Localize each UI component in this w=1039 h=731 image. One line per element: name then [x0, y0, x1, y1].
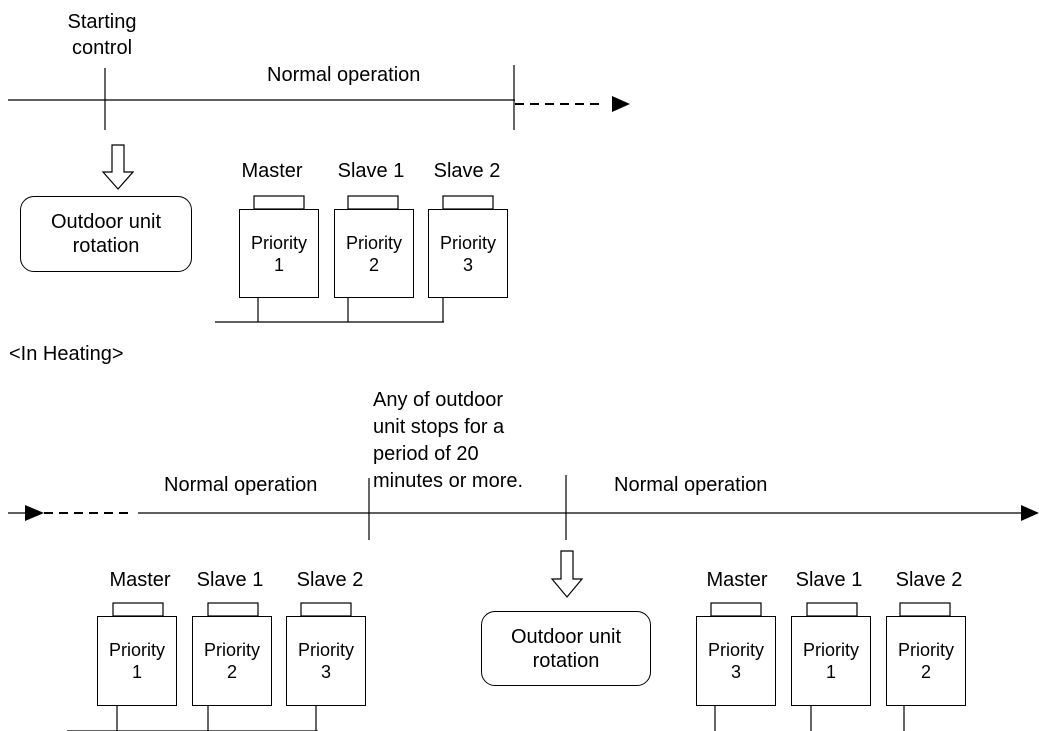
bottom-right-unit-2: Priority 1: [791, 616, 871, 706]
top-unit-3-priority-label: Priority: [439, 232, 496, 253]
top-unit-3: Priority 3: [428, 209, 508, 298]
bottom-right-unit-1-role: Master: [706, 569, 768, 591]
bottom-timeline-arrowhead-right: [1021, 505, 1039, 521]
bottom-left-unit-3-role: Slave 2: [296, 569, 364, 591]
note-line-2: unit stops for a: [373, 416, 505, 438]
top-unit-2-priority-label: Priority: [345, 232, 402, 253]
bottom-left-unit-1-priority-label: Priority: [108, 640, 165, 660]
bottom-right-unit-2-priority-label: Priority: [802, 640, 859, 660]
note-line-3: period of 20: [373, 443, 479, 465]
bottom-right-unit-1-priority-label: Priority: [707, 640, 764, 660]
bottom-rotation-line2: rotation: [532, 649, 600, 672]
bottom-left-unit-1-priority-value: 1: [131, 662, 142, 682]
top-unit-1-priority-label: Priority: [250, 232, 307, 253]
bottom-right-unit-2-role: Slave 1: [795, 569, 863, 591]
top-unit-2-role: Slave 1: [337, 160, 405, 182]
bottom-left-unit-cap-1: [112, 602, 164, 617]
bottom-left-unit-2-role: Slave 1: [196, 569, 264, 591]
top-unit-3-priority-value: 3: [462, 254, 473, 275]
bottom-normal-operation-right: Normal operation: [614, 474, 768, 496]
top-unit-cap-2: [347, 195, 399, 210]
bottom-left-unit-2-priority-value: 2: [226, 662, 237, 682]
top-unit-1: Priority 1: [239, 209, 319, 298]
bottom-right-unit-1: Priority 3: [696, 616, 776, 706]
top-unit-cap-3: [442, 195, 494, 210]
top-down-arrow-icon: [101, 144, 135, 190]
bottom-outdoor-unit-rotation-box: Outdoor unit rotation: [481, 611, 651, 686]
bottom-right-unit-cap-2: [806, 602, 858, 617]
bottom-right-unit-1-priority-value: 3: [730, 662, 741, 682]
bottom-left-unit-1: Priority 1: [97, 616, 177, 706]
bottom-left-unit-cap-2: [207, 602, 259, 617]
top-unit-2-priority-value: 2: [368, 254, 379, 275]
bottom-left-unit-1-role: Master: [109, 569, 171, 591]
note-line-4: minutes or more.: [373, 470, 524, 492]
stop-condition-note: Any of outdoor unit stops for a period o…: [373, 388, 523, 493]
bottom-left-unit-3: Priority 3: [286, 616, 366, 706]
top-unit-1-role: Master: [241, 160, 303, 182]
bottom-left-unit-2: Priority 2: [192, 616, 272, 706]
in-heating-label: <In Heating>: [9, 343, 124, 365]
top-rotation-line2: rotation: [72, 235, 140, 257]
top-rotation-line1: Outdoor unit: [50, 211, 162, 233]
starting-control-label-line1: Starting: [67, 11, 137, 33]
bottom-rotation-line1: Outdoor unit: [510, 625, 622, 648]
bottom-left-unit-2-priority-label: Priority: [203, 640, 260, 660]
bottom-left-unit-cap-3: [300, 602, 352, 617]
top-unit-cap-1: [253, 195, 305, 210]
bottom-normal-operation-left: Normal operation: [164, 474, 318, 496]
starting-control-label-line2: control: [71, 37, 133, 59]
bottom-right-unit-3-priority-value: 2: [920, 662, 931, 682]
top-unit-1-priority-value: 1: [273, 254, 284, 275]
bottom-down-arrow-icon: [550, 550, 584, 598]
top-timeline-arrowhead: [612, 96, 630, 112]
bottom-right-unit-2-priority-value: 1: [825, 662, 836, 682]
top-unit-3-role: Slave 2: [433, 160, 501, 182]
bottom-right-unit-3: Priority 2: [886, 616, 966, 706]
bottom-right-unit-3-role: Slave 2: [895, 569, 963, 591]
bottom-left-unit-3-priority-label: Priority: [297, 640, 354, 660]
top-outdoor-unit-rotation-box: Outdoor unit rotation: [20, 196, 192, 272]
top-unit-2: Priority 2: [334, 209, 414, 298]
bottom-left-unit-3-priority-value: 3: [320, 662, 331, 682]
bottom-right-unit-cap-3: [899, 602, 951, 617]
unit-caps: [112, 195, 951, 617]
note-line-1: Any of outdoor: [373, 389, 504, 411]
bottom-timeline-arrowhead-left: [25, 505, 44, 521]
bottom-right-unit-cap-1: [710, 602, 762, 617]
top-normal-operation-label: Normal operation: [267, 64, 421, 86]
bottom-right-unit-3-priority-label: Priority: [897, 640, 954, 660]
